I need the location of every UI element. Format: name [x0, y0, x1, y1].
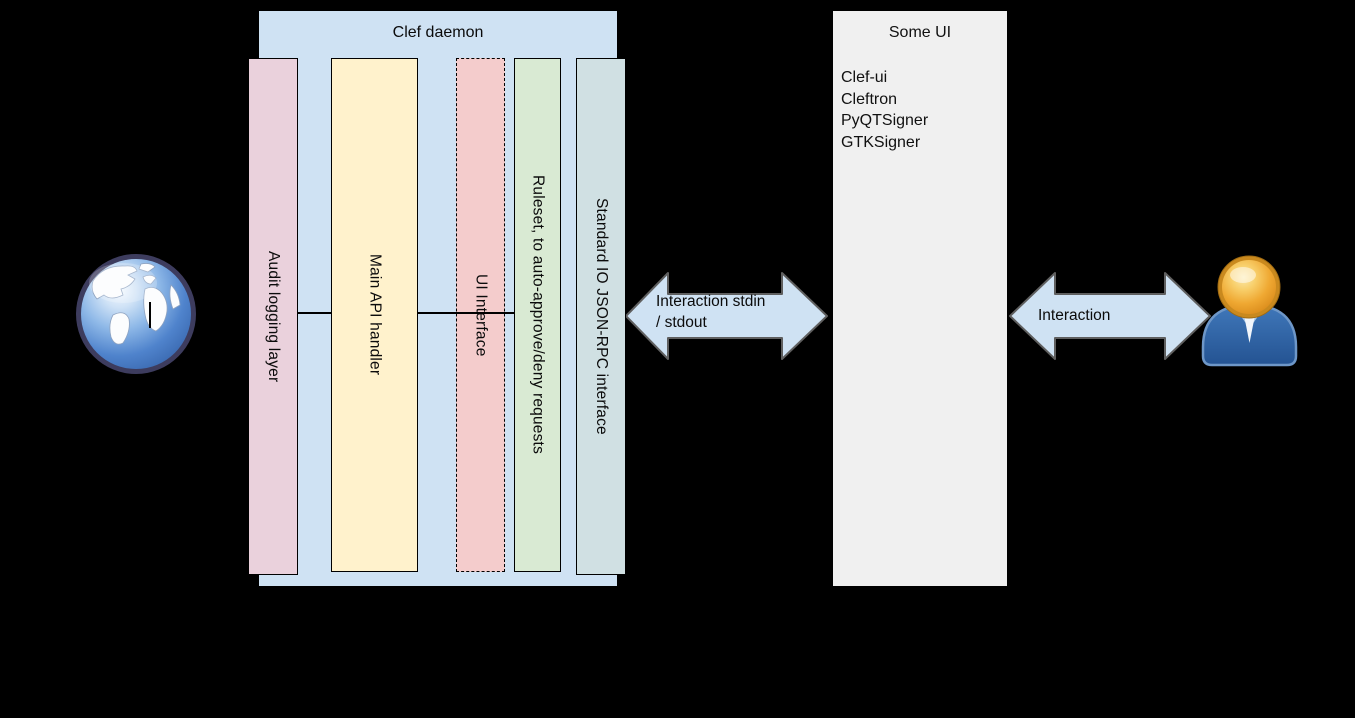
some-ui-item-pyqtsigner: PyQTSigner: [841, 112, 929, 129]
connector-globe-tick: [149, 302, 151, 328]
bar-stdio-label: Standard IO JSON-RPC interface: [593, 198, 610, 435]
user-icon: [1201, 255, 1298, 367]
some-ui-list: Clef-ui Cleftron PyQTSigner GTKSigner: [833, 67, 1007, 153]
bar-stdio-jsonrpc: Standard IO JSON-RPC interface: [576, 58, 626, 575]
bar-ruleset: Ruleset, to auto-approve/deny requests: [514, 58, 561, 572]
some-ui-title: Some UI: [888, 24, 952, 41]
connector-api-to-ruleset: [418, 312, 514, 314]
arrow-label-interaction: Interaction: [1038, 307, 1111, 324]
connector-audit-to-api: [298, 312, 331, 314]
clef-daemon-box: Clef daemon: [258, 10, 618, 587]
double-arrow-interaction-icon: [1009, 272, 1211, 360]
some-ui-box: Some UI Clef-ui Cleftron PyQTSigner GTKS…: [832, 10, 1008, 587]
arrow-label-stdin-stdout: Interaction stdin / stdout: [656, 291, 765, 333]
bar-audit-logging-layer: Audit logging layer: [248, 58, 298, 575]
bar-audit-label: Audit logging layer: [265, 250, 282, 383]
bar-main-api-handler: Main API handler: [331, 58, 418, 572]
arrow-label-line1: Interaction stdin: [656, 293, 766, 310]
arrow-label-line2: / stdout: [656, 314, 707, 331]
double-arrow-stdio-icon: [625, 272, 828, 360]
clef-daemon-title: Clef daemon: [392, 24, 484, 41]
some-ui-item-clef-ui: Clef-ui: [841, 69, 888, 86]
some-ui-item-cleftron: Cleftron: [841, 90, 898, 108]
bar-ruleset-label: Ruleset, to auto-approve/deny requests: [529, 175, 547, 455]
some-ui-item-gtksigner: GTKSigner: [841, 133, 921, 151]
bar-api-label: Main API handler: [366, 254, 384, 376]
globe-continents: [91, 263, 181, 345]
bar-ui-label: UI Interface: [472, 273, 490, 357]
globe-icon: [76, 254, 196, 374]
bar-ui-interface: UI Interface: [456, 58, 505, 572]
